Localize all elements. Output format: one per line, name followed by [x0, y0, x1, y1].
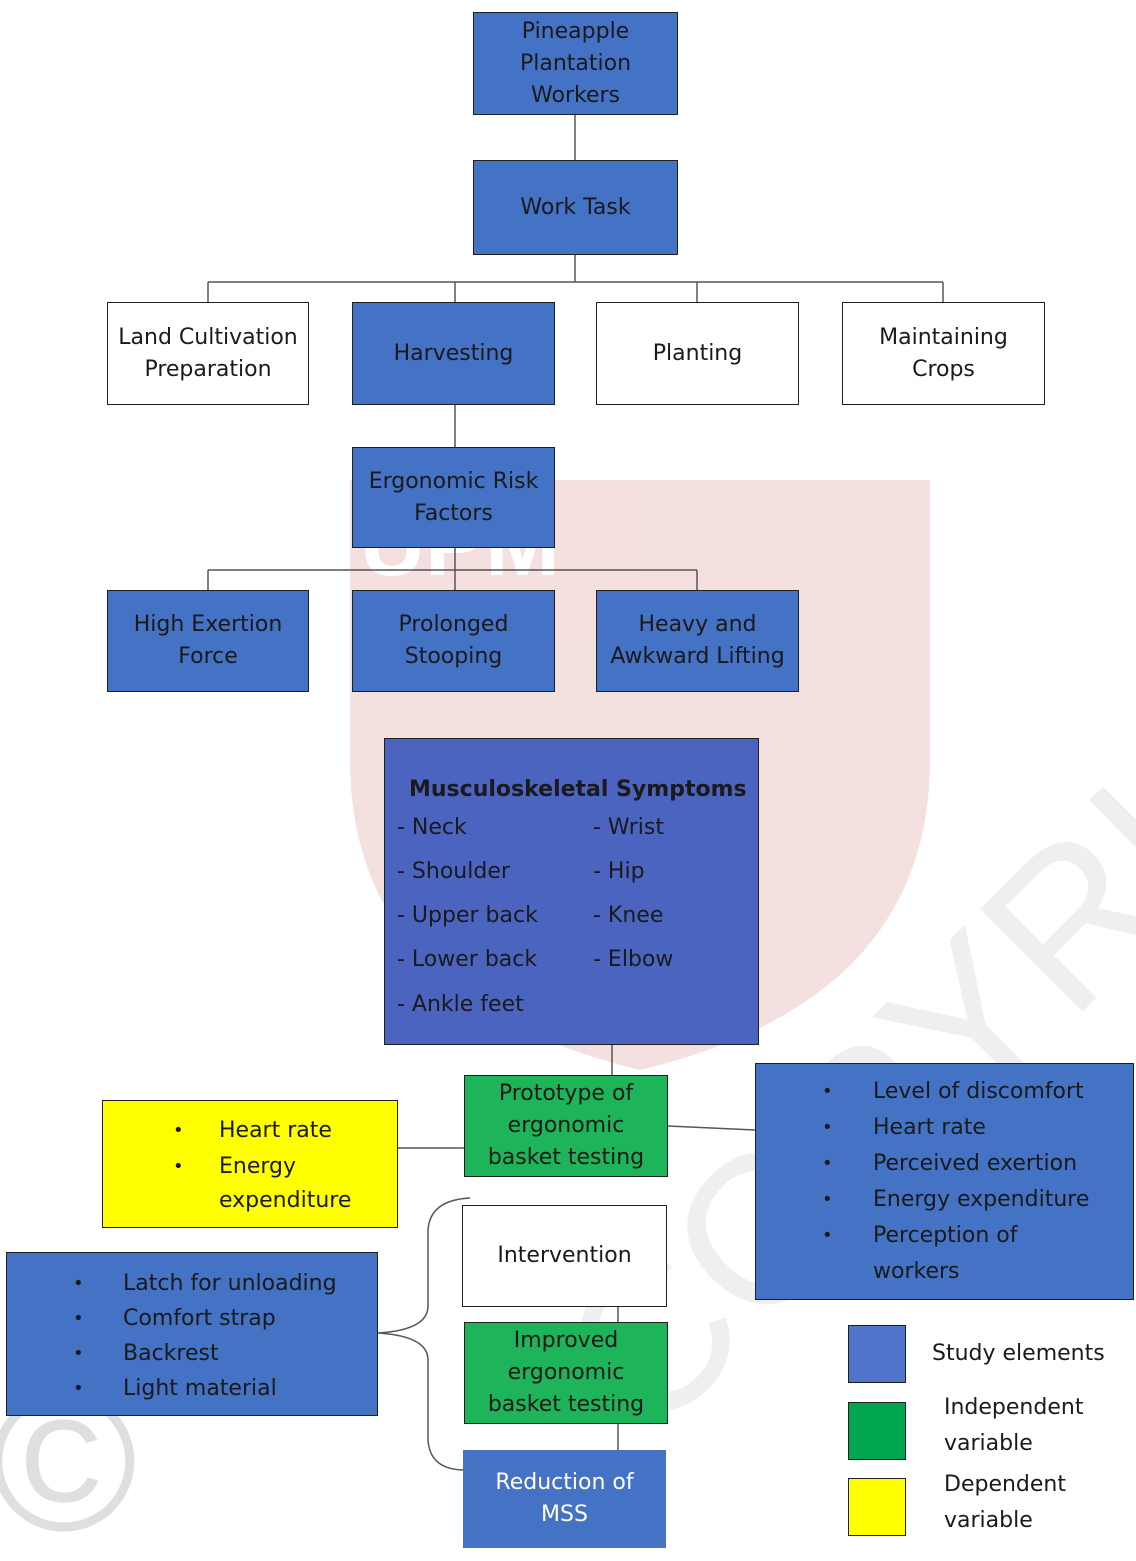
features-list-box: • Latch for unloading • Comfort strap • …: [6, 1252, 378, 1416]
feature-item: Light material: [123, 1376, 277, 1401]
harvesting-box: Harvesting: [352, 302, 555, 405]
mss-box: Musculoskeletal Symptoms - Neck - Should…: [384, 738, 759, 1045]
land-cultivation-label: Land Cultivation Preparation: [118, 324, 298, 382]
heavy-lifting-box: Heavy and Awkward Lifting: [596, 590, 799, 692]
measure-item: Perception of: [873, 1223, 1018, 1248]
prolonged-stooping-label: Prolonged Stooping: [398, 612, 509, 669]
risk-factors-box: Ergonomic Risk Factors: [352, 447, 555, 548]
mss-right-item: - Knee: [593, 903, 664, 928]
improved-basket-box: Improved ergonomic basket testing: [464, 1322, 668, 1424]
measure-item: workers: [873, 1259, 960, 1284]
high-exertion-box: High Exertion Force: [107, 590, 309, 692]
dependent-item: Energy: [219, 1154, 297, 1179]
land-cultivation-box: Land Cultivation Preparation: [107, 302, 309, 405]
intervention-label: Intervention: [497, 1243, 632, 1268]
dependent-item: expenditure: [219, 1188, 352, 1213]
legend-label-dependent: Dependent variable: [944, 1472, 1066, 1533]
measure-item: Heart rate: [873, 1115, 986, 1140]
legend-label-independent: Independent variable: [944, 1395, 1084, 1456]
harvesting-label: Harvesting: [393, 340, 514, 366]
prototype-box: Prototype of ergonomic basket testing: [464, 1075, 668, 1177]
feature-item: Backrest: [123, 1341, 219, 1366]
bullet-icon: •: [822, 1189, 833, 1210]
mss-left-item: - Ankle feet: [397, 992, 524, 1017]
mss-left-item: - Lower back: [397, 947, 538, 972]
mss-left-item: - Shoulder: [397, 859, 510, 884]
legend-swatch-study: [848, 1325, 906, 1383]
feature-item: Comfort strap: [123, 1306, 276, 1331]
legend-swatch-independent: [848, 1402, 906, 1460]
improved-basket-label: Improved ergonomic basket testing: [487, 1328, 645, 1417]
measures-list-box: • Level of discomfort • Heart rate • Per…: [755, 1063, 1134, 1300]
maintaining-crops-box: Maintaining Crops: [842, 302, 1045, 405]
legend-swatch-dependent: [848, 1478, 906, 1536]
planting-label: Planting: [652, 340, 743, 366]
mss-left-item: - Neck: [397, 815, 467, 840]
prolonged-stooping-box: Prolonged Stooping: [352, 590, 555, 692]
reduction-mss-label: Reduction of MSS: [495, 1470, 634, 1527]
risk-factors-label: Ergonomic Risk Factors: [368, 468, 539, 526]
legend-label-study: Study elements: [932, 1341, 1105, 1366]
measure-item: Level of discomfort: [873, 1079, 1084, 1104]
measure-item: Energy expenditure: [873, 1187, 1090, 1212]
mss-right-item: - Elbow: [593, 947, 674, 972]
bullet-icon: •: [173, 1156, 184, 1177]
mss-right-item: - Hip: [593, 859, 645, 884]
dependent-item: Heart rate: [219, 1118, 332, 1143]
work-task-box: Work Task: [473, 160, 678, 255]
reduction-mss-box: Reduction of MSS: [463, 1450, 666, 1548]
heavy-lifting-label: Heavy and Awkward Lifting: [610, 612, 785, 669]
maintaining-crops-label: Maintaining Crops: [879, 324, 1008, 382]
bullet-icon: •: [73, 1273, 84, 1294]
intervention-box: Intervention: [462, 1205, 667, 1307]
workers-box: Pineapple Plantation Workers: [473, 12, 678, 115]
bullet-icon: •: [73, 1343, 84, 1364]
workers-label: Pineapple Plantation Workers: [519, 18, 632, 108]
planting-box: Planting: [596, 302, 799, 405]
measure-item: Perceived exertion: [873, 1151, 1078, 1176]
mss-title: Musculoskeletal Symptoms: [409, 777, 747, 802]
bullet-icon: •: [73, 1308, 84, 1329]
mss-right-item: - Wrist: [593, 815, 664, 840]
feature-item: Latch for unloading: [123, 1271, 337, 1296]
bullet-icon: •: [173, 1120, 184, 1141]
high-exertion-label: High Exertion Force: [133, 612, 283, 669]
bullet-icon: •: [822, 1153, 833, 1174]
work-task-label: Work Task: [520, 194, 631, 220]
bullet-icon: •: [822, 1117, 833, 1138]
mss-left-item: - Upper back: [397, 903, 538, 928]
bullet-icon: •: [822, 1225, 833, 1246]
bullet-icon: •: [73, 1378, 84, 1399]
bullet-icon: •: [822, 1081, 833, 1102]
prototype-label: Prototype of ergonomic basket testing: [487, 1081, 645, 1170]
dependent-list-box: • Heart rate • Energy expenditure: [102, 1100, 398, 1228]
